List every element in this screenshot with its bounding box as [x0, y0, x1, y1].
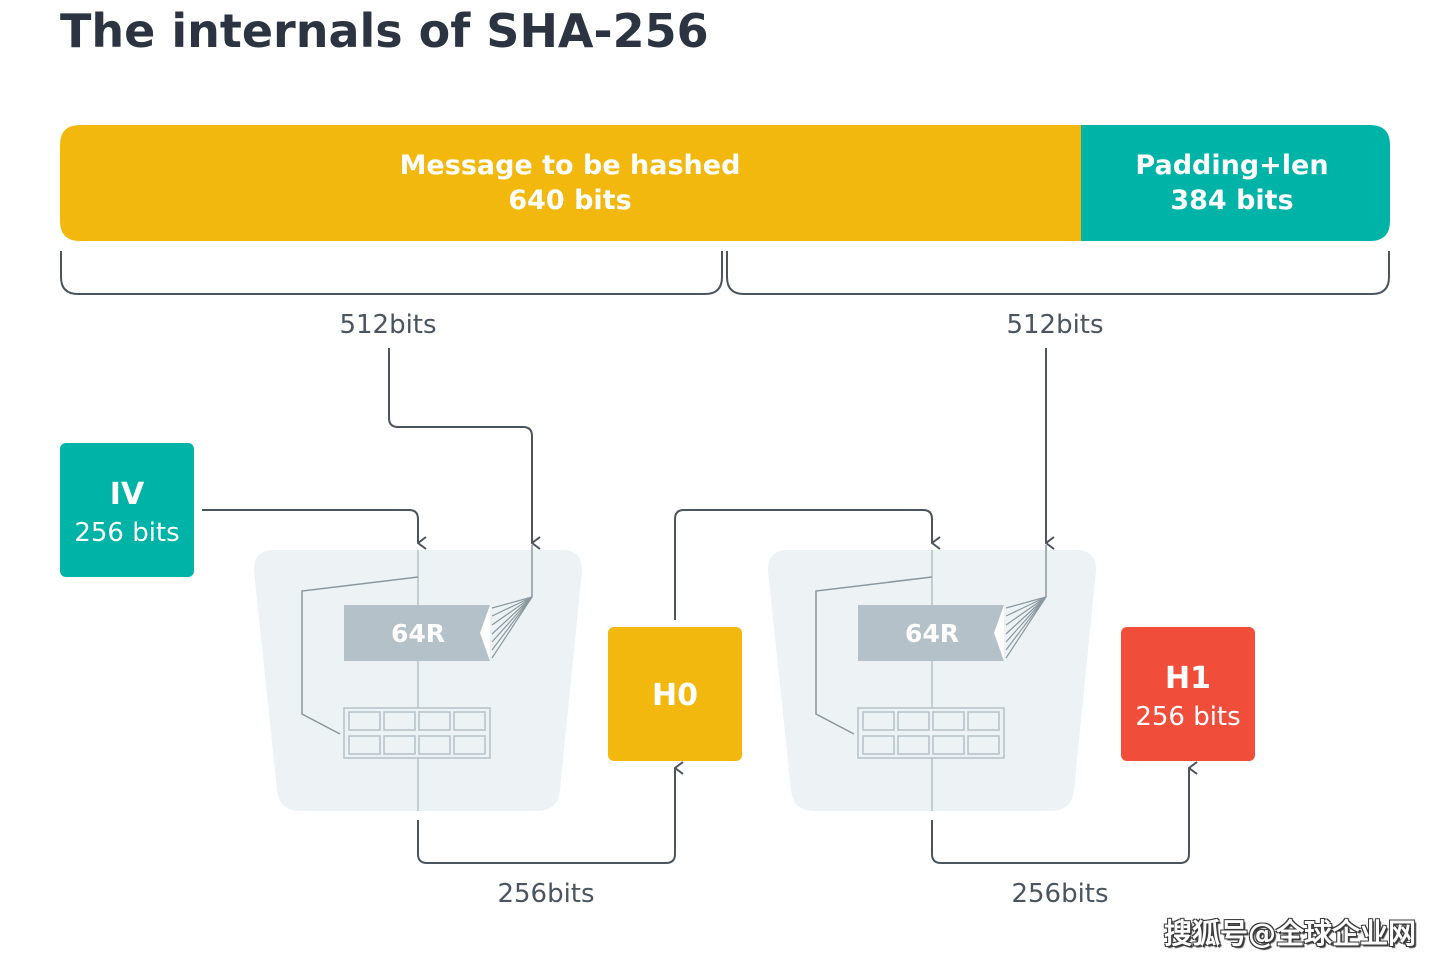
- output-label-2: 256bits: [1011, 879, 1108, 909]
- block-label-1: 512bits: [339, 310, 436, 340]
- padding-bar: Padding+len 384 bits: [1081, 125, 1390, 241]
- compression-block-2: 64R: [767, 545, 1097, 811]
- iv-title: IV: [110, 477, 145, 512]
- arrow-h0-to-compression2: [674, 509, 932, 620]
- block-bracket-1: [60, 251, 723, 295]
- state-registers-2: [857, 707, 1005, 759]
- watermark: 搜狐号@全球企业网: [1163, 917, 1416, 950]
- arrow-block1-to-compression1: [388, 348, 532, 543]
- iv-box: IV 256 bits: [60, 443, 194, 577]
- h0-label: H0: [652, 678, 698, 713]
- block-bracket-2: [726, 251, 1390, 295]
- rounds-label-2: 64R: [905, 619, 959, 648]
- message-bar: Message to be hashed 640 bits: [60, 125, 1081, 241]
- h1-title: H1: [1165, 661, 1211, 696]
- message-bar-size: 640 bits: [508, 185, 631, 216]
- arrow-compression2-to-h1: [931, 768, 1189, 864]
- padding-bar-title: Padding+len: [1135, 150, 1328, 181]
- output-label-1: 256bits: [497, 879, 594, 909]
- state-registers-1: [343, 707, 491, 759]
- h1-box: H1 256 bits: [1121, 627, 1255, 761]
- iv-size: 256 bits: [74, 518, 179, 548]
- message-bar-title: Message to be hashed: [400, 150, 741, 181]
- compression-block-1: 64R: [253, 545, 583, 811]
- arrow-iv-to-compression1: [202, 509, 418, 543]
- block-label-2: 512bits: [1006, 310, 1103, 340]
- padding-bar-size: 384 bits: [1170, 185, 1293, 216]
- page-title: The internals of SHA-256: [60, 4, 709, 58]
- h0-box: H0: [608, 627, 742, 761]
- arrow-compression1-to-h0: [417, 768, 675, 864]
- rounds-label-1: 64R: [391, 619, 445, 648]
- h1-size: 256 bits: [1135, 702, 1240, 732]
